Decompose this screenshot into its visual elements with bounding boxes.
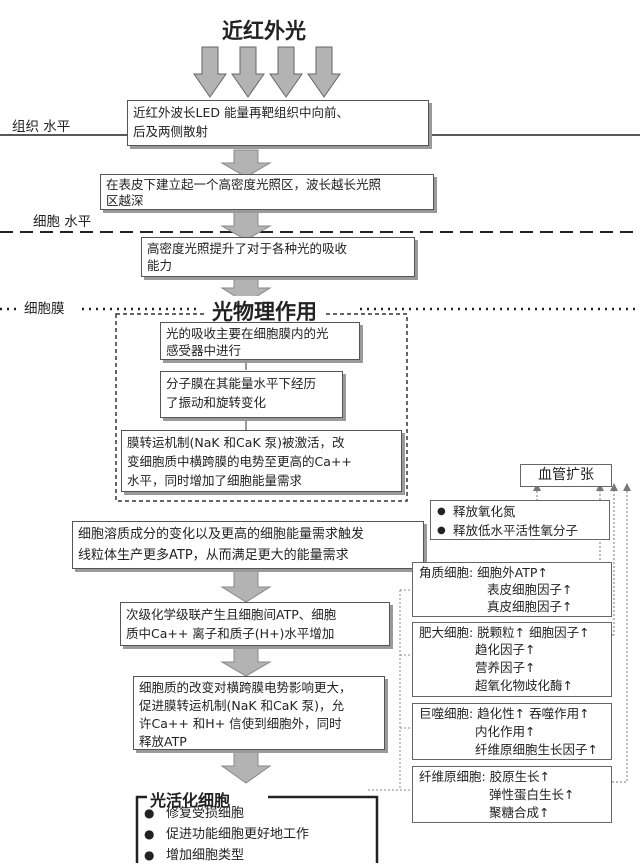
flow-arrow-5: [220, 645, 272, 677]
flow-arrow-2: [220, 210, 272, 241]
cell-row: 肥大细胞: 脱颗粒↑ 细胞因子↑: [419, 625, 590, 640]
cell-box-keratinocyte: 角质细胞: 细胞外ATP↑ 表皮细胞因子↑ 真皮细胞因子↑: [412, 562, 612, 617]
step-box-photoreceptor: 光的吸收主要在细胞膜内的光 感受器中进行: [160, 322, 360, 360]
step-box-atp-production: 细胞溶质成分的变化以及更高的细胞能量需求触发 线粒体生产更多ATP，从而满足更大…: [72, 521, 424, 569]
cell-row: 弹性蛋白生长↑: [489, 787, 575, 802]
vascular-effects-list: 释放氧化氮 释放低水平活性氧分子: [437, 502, 578, 540]
input-arrows: [193, 46, 341, 98]
activated-cell-item: 促进功能细胞更好地工作: [140, 824, 309, 845]
flow-arrows: [220, 149, 272, 784]
tissue-level-label: 组织 水平: [12, 119, 71, 135]
vascular-effects-box: 释放氧化氮 释放低水平活性氧分子: [430, 500, 610, 540]
diagram-title: 近红外光: [222, 19, 306, 43]
cell-row: 表皮细胞因子↑: [487, 582, 573, 597]
cell-row: 聚糖合成↑: [489, 805, 550, 820]
step-box-secondary-cascade: 次级化学级联产生且细胞间ATP、细胞 质中Ca++ 离子和质子(H+)水平增加: [120, 602, 390, 646]
flow-arrow-1: [220, 149, 272, 178]
cell-box-macrophage: 巨噬细胞: 趋化性↑ 吞噬作用↑ 内化作用↑ 纤维原细胞生长因子↑: [412, 703, 612, 760]
cell-box-fibroblast: 纤维原细胞: 胶原生长↑ 弹性蛋白生长↑ 聚糖合成↑: [412, 766, 612, 823]
input-arrow-2: [231, 46, 265, 98]
vascular-arrowheads: [533, 483, 631, 491]
step-box-cytoplasm-change: 细胞质的改变对横跨膜电势影响更大， 促进膜转运机制(NaK 和CaK 泵)，允 …: [133, 676, 385, 750]
flow-arrow-4: [220, 570, 272, 603]
vascular-box: 血管扩张: [520, 464, 612, 487]
cell-row: 纤维原细胞: 胶原生长↑: [419, 769, 551, 784]
cell-bracket: [368, 589, 412, 791]
vascular-effect-item: 释放低水平活性氧分子: [437, 521, 578, 540]
cell-row: 角质细胞: 细胞外ATP↑: [419, 565, 548, 580]
input-arrow-4: [307, 46, 341, 98]
cell-row: 内化作用↑: [475, 724, 536, 739]
cell-row: 纤维原细胞生长因子↑: [475, 742, 598, 757]
activated-bracket-left: [135, 795, 147, 863]
step-box-illumination-zone: 在表皮下建立起一个高密度光照区，波长越长光照 区越深: [100, 174, 434, 210]
activated-cell-item: 修复受损细胞: [140, 803, 309, 824]
activated-cell-item: 增加细胞类型: [140, 845, 309, 866]
cell-level-label: 细胞 水平: [33, 214, 92, 230]
membrane-level-label: 细胞膜: [24, 301, 65, 317]
step-box-scattering: 近红外波长LED 能量再靶组织中向前、 后及两侧散射: [127, 100, 429, 146]
vascular-effect-item: 释放氧化氮: [437, 502, 578, 521]
cell-row: 趋化因子↑: [475, 642, 536, 657]
step-box-molecular-vibration: 分子膜在其能量水平下经历 了振动和旋转变化: [160, 371, 343, 418]
photophysics-frame: [115, 313, 408, 502]
cell-row: 超氧化物歧化酶↑: [475, 678, 573, 693]
flow-arrow-6: [220, 748, 272, 784]
input-arrow-1: [193, 46, 227, 98]
cell-row: 巨噬细胞: 趋化性↑ 吞噬作用↑: [419, 706, 590, 721]
input-arrow-3: [269, 46, 303, 98]
cell-row: 营养因子↑: [475, 660, 536, 675]
step-box-absorption: 高密度光照提升了对于各种光的吸收 能力: [141, 237, 415, 277]
cell-row: 真皮细胞因子↑: [487, 599, 573, 614]
activated-bracket-right: [268, 795, 379, 863]
cell-box-mast-cell: 肥大细胞: 脱颗粒↑ 细胞因子↑ 趋化因子↑ 营养因子↑ 超氧化物歧化酶↑: [412, 622, 612, 697]
step-box-membrane-transport: 膜转运机制(NaK 和CaK 泵)被激活，改 变细胞质中横跨膜的电势至更高的Ca…: [121, 430, 402, 492]
photophysics-label: 光物理作用: [206, 296, 323, 326]
activated-cells-list: 修复受损细胞 促进功能细胞更好地工作 增加细胞类型: [140, 803, 309, 866]
